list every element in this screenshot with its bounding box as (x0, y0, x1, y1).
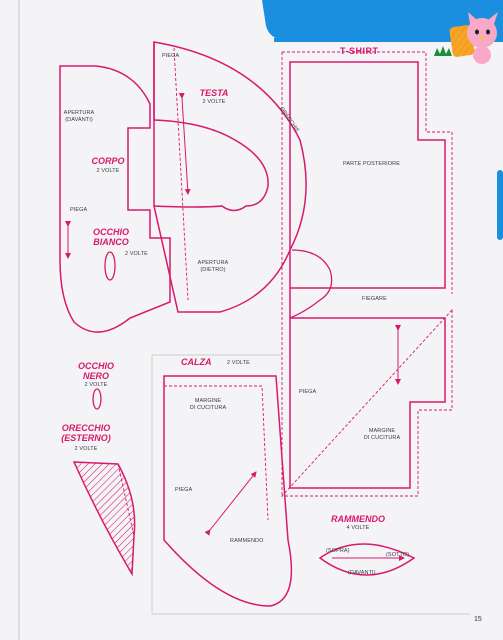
corpo-count: 2 VOLTE (96, 168, 120, 174)
calza-seam-label: MARGINE DI CUCITURA (189, 398, 227, 411)
corpo-fold-label: PIEGA (70, 207, 88, 213)
orecchio-title: ORECCHIO (ESTERNO) (61, 423, 111, 443)
testa-count: 2 VOLTE (202, 99, 226, 105)
testa-piece (153, 41, 333, 319)
calza-count: 2 VOLTE (227, 360, 250, 366)
testa-opening-label: APERTURA (DIETRO) (197, 260, 229, 273)
rammendo-title: RAMMENDO (331, 514, 385, 524)
side-tab (497, 170, 503, 240)
occhio-nero-title: OCCHIO NERO (78, 361, 114, 381)
tshirt-fold-top-label: FIEGARE (362, 296, 387, 302)
rammendo-top-label: (SOPRA) (326, 548, 350, 554)
corpo-opening-label: APERTURA (DAVANTI) (63, 110, 95, 123)
occhio-bianco-title: OCCHIO BIANCO (93, 227, 129, 247)
tshirt-title: T-SHIRT (340, 46, 379, 56)
calza-title: CALZA (181, 357, 212, 367)
crown-icon (434, 46, 452, 56)
occhio-nero-count: 2 VOLTE (84, 382, 108, 388)
header-band (262, 0, 503, 40)
orecchio-piece (72, 461, 136, 577)
corpo-title: CORPO (91, 156, 125, 166)
tshirt-back-label: PARTE POSTERIORE (343, 161, 401, 167)
cat-logo-icon (449, 12, 498, 64)
corpo-piece (59, 65, 171, 333)
calza-darn-label: RAMMENDO (230, 538, 264, 544)
orecchio-count: 2 VOLTE (74, 446, 98, 452)
rammendo-piece (318, 543, 416, 576)
testa-title: TESTA (199, 88, 229, 98)
rammendo-under-label: (SOTTO) (386, 552, 410, 558)
tshirt-fold-side-label: PIEGA (299, 389, 317, 395)
occhio-bianco-count: 2 VOLTE (125, 251, 148, 257)
calza-fold-label: PIEGA (175, 487, 193, 493)
rammendo-front-label: (DAVANTI) (348, 570, 376, 576)
rammendo-count: 4 VOLTE (346, 525, 370, 531)
tshirt-seam-label: MARGINE DI CUCITURA (363, 428, 401, 441)
page-number: 15 (474, 616, 482, 623)
calza-piece (151, 354, 470, 615)
occhio-nero-piece (92, 388, 102, 410)
testa-fold-label: PIEGA (162, 53, 180, 59)
